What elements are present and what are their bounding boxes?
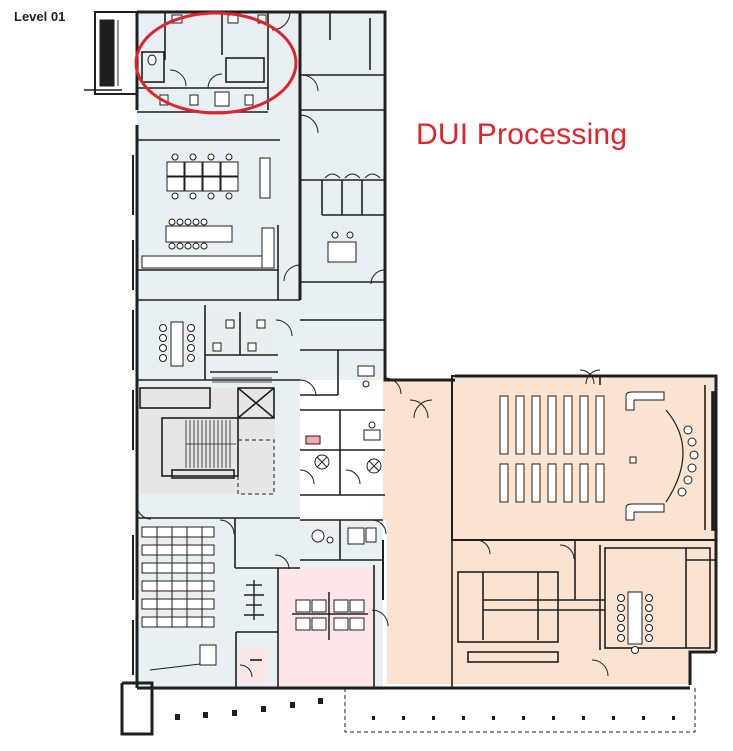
- desk-icon: [141, 157, 357, 269]
- interview-booths: [324, 173, 381, 179]
- core-stair-icon: [185, 377, 272, 468]
- workstation-rows: [141, 526, 217, 671]
- interior-walls: [137, 12, 385, 688]
- window-mullions: [132, 155, 384, 675]
- chair-row-icon: [499, 395, 637, 503]
- stair-icon: [84, 11, 138, 95]
- lower-stair-icon: [244, 580, 264, 620]
- zone-label: DUI Processing: [416, 118, 628, 151]
- pink-zone-corner: [238, 648, 268, 684]
- conference-table-icon: [617, 591, 653, 654]
- cubicles: [292, 592, 368, 640]
- dashed-outlines: [237, 439, 696, 733]
- chair-icon: [168, 153, 354, 250]
- office-furniture: [305, 365, 382, 545]
- table-icon: [159, 321, 195, 367]
- level-label: Level 01: [14, 9, 66, 24]
- stage-seating: [625, 391, 699, 521]
- columns: [175, 698, 675, 720]
- highlight-circle: [134, 11, 298, 115]
- east-wing-walls: [451, 375, 717, 688]
- door-icon: [136, 11, 609, 678]
